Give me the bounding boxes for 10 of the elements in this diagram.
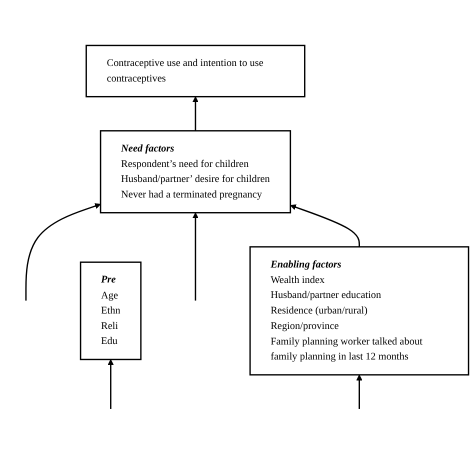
arrow <box>108 358 114 409</box>
node-box: Need factors Respondent’s need for children Husband/partner’ desire for children Never had a terminated pregnancy <box>100 130 292 213</box>
arrow <box>192 212 198 300</box>
arrow <box>356 374 362 409</box>
arrow <box>290 204 360 246</box>
node-box: Pre Age Ethn Reli Edu <box>80 261 142 360</box>
node-box: Enabling factors Wealth index Husband/partner education Residence (urban/rural) Region/province Family planning worker talked about family planning in last 12 months <box>249 246 470 376</box>
arrow <box>192 96 198 130</box>
arrow <box>25 202 101 300</box>
node-box: Contraceptive use and intention to use contraceptives <box>86 44 306 97</box>
